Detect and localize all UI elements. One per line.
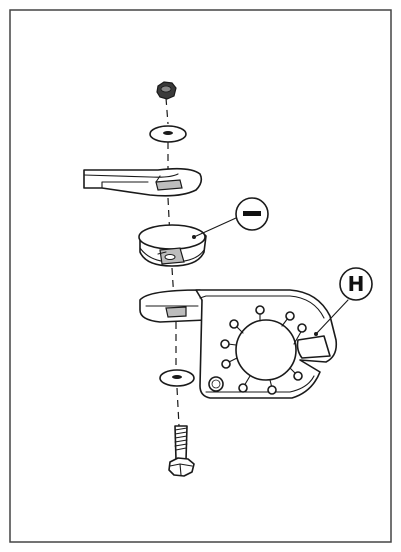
hex-bolt [168, 425, 195, 477]
assembly-axis [165, 97, 180, 427]
bracket-callout-label: H [348, 272, 365, 296]
top-washer [149, 125, 187, 143]
spacer-callout: I [192, 197, 269, 239]
spacer-callout-glyph [243, 211, 261, 216]
hex-nut [156, 81, 177, 100]
bottom-washer [159, 369, 195, 387]
mounting-bracket [139, 289, 338, 399]
lever-arm [83, 167, 203, 197]
drawing-frame [9, 9, 392, 543]
radial-slots [220, 305, 307, 395]
bracket-callout: H [314, 267, 373, 336]
round-spacer [138, 224, 207, 267]
